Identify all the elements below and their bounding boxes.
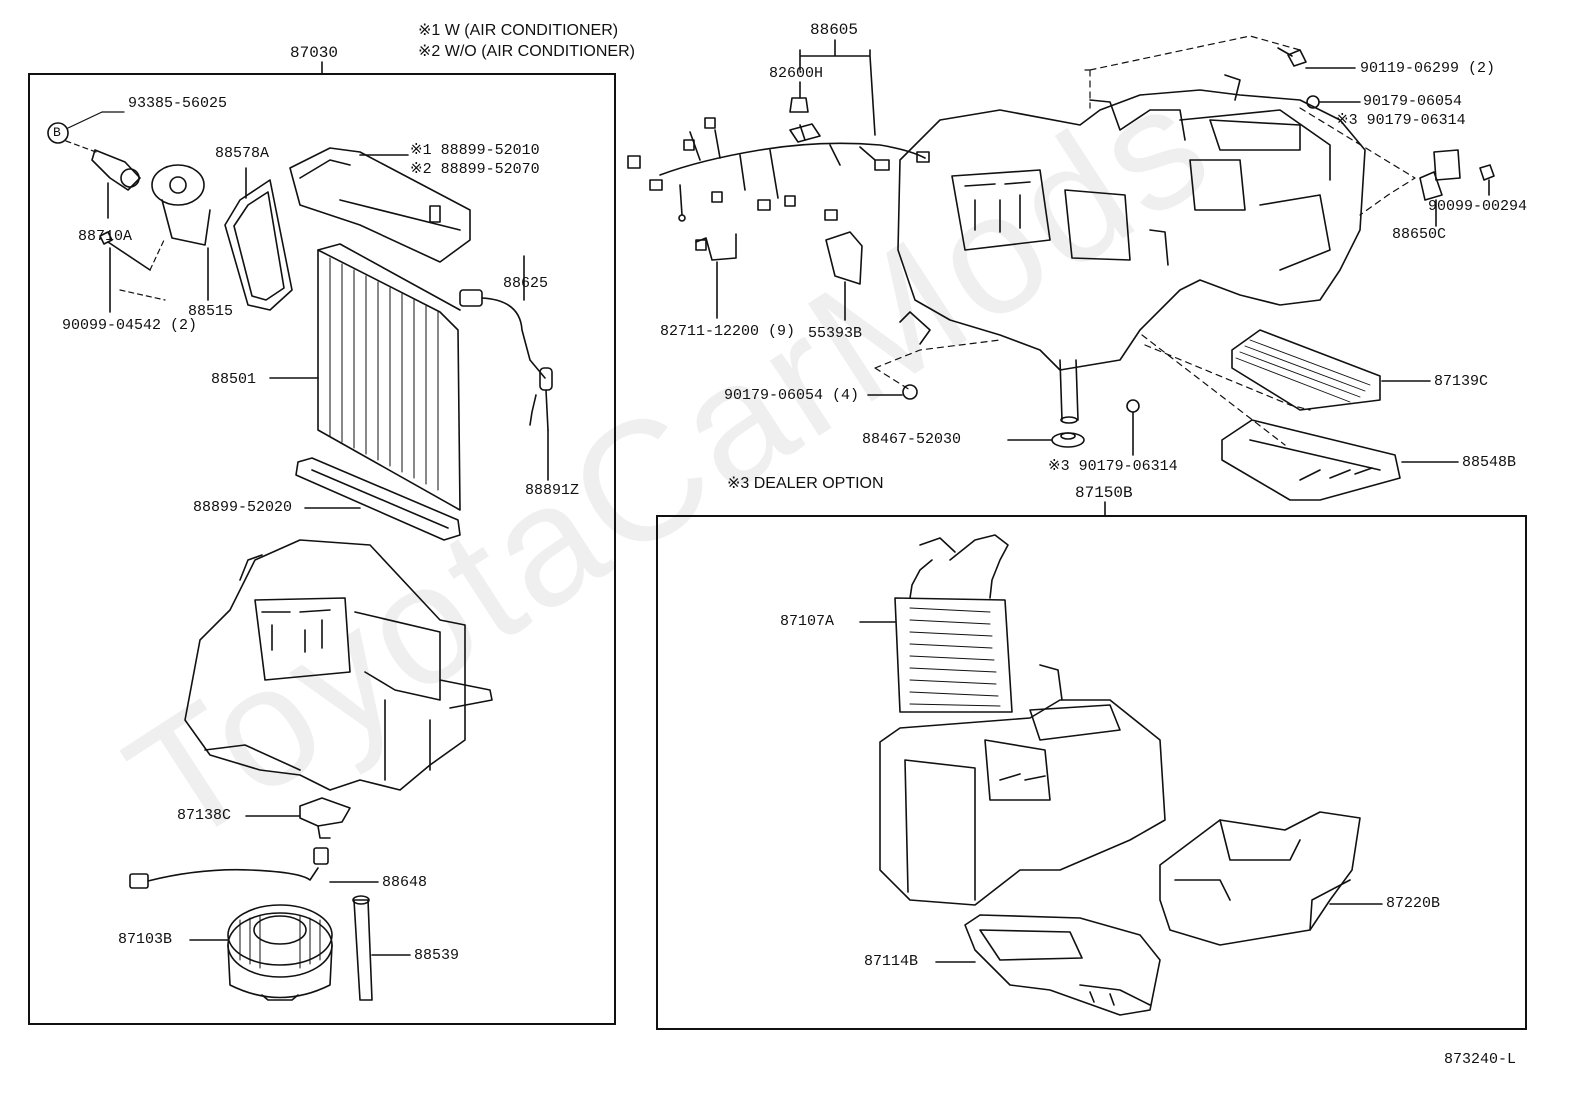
blower-87103b-icon <box>189 904 333 1001</box>
part-label-88899-52010: ※1 88899-52010 <box>410 142 540 159</box>
nut-90179-06314-icon <box>1126 399 1140 456</box>
part-label-88515: 88515 <box>188 303 234 320</box>
part-label-88899-52070: ※2 88899-52070 <box>410 161 540 178</box>
part-label-88578a: 88578A <box>215 145 270 162</box>
part-label-88710a: 88710A <box>78 228 133 245</box>
evaporator-88501-icon <box>269 243 461 511</box>
case-87150b-icon <box>879 664 1166 906</box>
part-label-90099-04542: 90099-04542 (2) <box>62 317 198 334</box>
part-label-87139c: 87139C <box>1434 373 1489 390</box>
part-label-82600h: 82600H <box>769 65 824 82</box>
case-88899-52010-icon <box>289 147 471 263</box>
bracket-88650c-icon <box>1419 149 1461 227</box>
b-marker-label: B <box>53 125 61 140</box>
screw-90099-04542-icon <box>99 231 151 313</box>
part-label-87114b: 87114B <box>864 953 919 970</box>
group-frame-87030 <box>28 73 616 1025</box>
housing-88548b-icon <box>1221 419 1459 501</box>
screw-90099-00294-icon <box>1479 164 1495 196</box>
part-label-87103b: 87103B <box>118 931 173 948</box>
part-label-88605: 88605 <box>810 21 859 39</box>
part-label-88548b: 88548B <box>1462 454 1517 471</box>
part-label-90179-06054: 90179-06054 <box>1363 93 1463 110</box>
part-label-90119-06299: 90119-06299 (2) <box>1360 60 1496 77</box>
part-label-93385-56025: 93385-56025 <box>128 95 228 112</box>
nut-90179-06054-4-icon <box>867 384 918 400</box>
duct-88539-icon <box>352 895 411 1001</box>
thermistor-88625-icon <box>459 255 553 481</box>
connector-82600h-icon <box>789 97 809 113</box>
case-lower-icon <box>184 539 493 791</box>
resistor-87138c-icon <box>245 797 351 839</box>
group-frame-87150b <box>656 515 1527 1030</box>
wire-88648-icon <box>129 847 379 889</box>
note-with-air-conditioner: ※1 W (AIR CONDITIONER) <box>418 22 619 39</box>
clip-88710a-icon <box>91 149 141 219</box>
part-label-87107a: 87107A <box>780 613 835 630</box>
part-label-90179-06054-4: 90179-06054 (4) <box>724 387 860 404</box>
grommet-88467-icon <box>1007 432 1085 448</box>
group-label-87150b: 87150B <box>1075 484 1133 502</box>
part-label-88539: 88539 <box>414 947 460 964</box>
sensor-88515-icon <box>151 164 211 301</box>
nut-90179-06054-icon <box>1306 95 1361 109</box>
part-label-88899-52020: 88899-52020 <box>193 499 293 516</box>
part-label-90179-06314-top: ※3 90179-06314 <box>1336 112 1466 129</box>
part-label-88501: 88501 <box>211 371 257 388</box>
part-label-87138c: 87138C <box>177 807 232 824</box>
pad-55393b-icon <box>825 231 863 321</box>
part-label-90179-06314-bottom: ※3 90179-06314 <box>1048 458 1178 475</box>
clip-82711-icon <box>695 233 737 319</box>
duct-87220b-icon <box>1159 811 1383 946</box>
part-label-87220b: 87220B <box>1386 895 1441 912</box>
diagram-number: 873240-L <box>1444 1051 1517 1068</box>
filter-87139c-icon <box>1231 329 1431 411</box>
hvac-assembly-icon <box>897 74 1366 424</box>
bolt-90119-icon <box>1277 47 1356 69</box>
b-marker-icon <box>47 122 69 144</box>
part-label-88650c: 88650C <box>1392 226 1447 243</box>
seal-88578a-icon <box>224 167 293 311</box>
part-label-88467-52030: 88467-52030 <box>862 431 962 448</box>
part-label-55393b: 55393B <box>808 325 863 342</box>
heater-core-87107a-icon <box>859 534 1013 713</box>
part-label-82711-12200: 82711-12200 (9) <box>660 323 796 340</box>
group-label-87030: 87030 <box>290 44 339 62</box>
note-dealer-option: ※3 DEALER OPTION <box>727 475 884 492</box>
part-label-88648: 88648 <box>382 874 428 891</box>
duct-87114b-icon <box>935 914 1161 1016</box>
part-label-90099-00294: 90099-00294 <box>1428 198 1528 215</box>
wire-harness-88605-icon <box>627 117 930 222</box>
note-without-air-conditioner: ※2 W/O (AIR CONDITIONER) <box>418 43 635 60</box>
part-label-88625: 88625 <box>503 275 549 292</box>
part-label-88891z: 88891Z <box>525 482 580 499</box>
bracket-88899-52020-icon <box>295 457 461 541</box>
